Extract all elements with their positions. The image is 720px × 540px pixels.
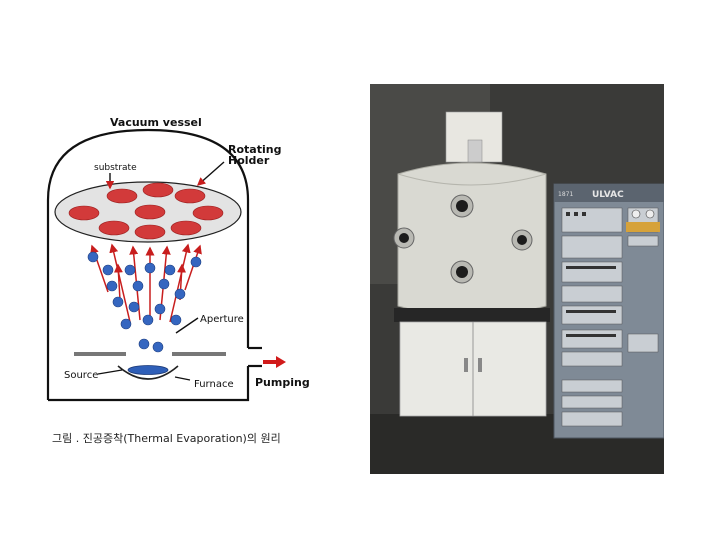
substrate-disc (174, 188, 206, 204)
substrate-disc (134, 224, 166, 240)
particle (158, 278, 170, 290)
evaporator-equipment-illustration: 1871 ULVAC (370, 84, 664, 474)
figure-caption: 그림 . 진공증착(Thermal Evaporation)의 원리 (52, 432, 281, 445)
substrate-disc (142, 182, 174, 198)
particle (174, 288, 186, 300)
thermal-evaporation-diagram: Vacuum vessel Rotating Holder substrate … (46, 116, 310, 402)
aperture-plate-right (172, 352, 226, 356)
substrate-disc (170, 220, 202, 236)
aperture-plate-left (74, 352, 126, 356)
particle (138, 338, 150, 350)
substrate-disc (192, 205, 224, 221)
label-substrate: substrate (94, 163, 137, 173)
label-aperture: Aperture (200, 314, 244, 325)
substrate-disc (68, 205, 100, 221)
substrate-disc (98, 220, 130, 236)
rack-model-tag: 1871 (558, 191, 573, 198)
particle (154, 303, 166, 315)
particle (120, 318, 132, 330)
evaporator-photo: 1871 ULVAC (370, 84, 664, 474)
particle (190, 256, 202, 268)
label-rotating: Rotating (228, 143, 281, 156)
particle (170, 314, 182, 326)
particle (152, 341, 164, 353)
label-pumping: Pumping (255, 376, 310, 389)
furnace (117, 365, 179, 380)
label-furnace: Furnace (194, 379, 234, 390)
label-holder: Holder (228, 154, 270, 167)
particle (124, 264, 136, 276)
evaporated-particles (87, 251, 202, 353)
substrate-disc (106, 188, 138, 204)
label-vacuum-vessel: Vacuum vessel (110, 116, 202, 129)
substrate-disc (134, 204, 166, 220)
pumping-arrow (263, 356, 286, 368)
particle (102, 264, 114, 276)
particle (112, 296, 124, 308)
particle (106, 280, 118, 292)
particle (142, 314, 154, 326)
substrates (68, 182, 224, 240)
particle (132, 280, 144, 292)
rack-brand-label: ULVAC (592, 190, 624, 200)
particle (164, 264, 176, 276)
source-material (127, 365, 169, 375)
label-source: Source (64, 370, 98, 381)
particle (144, 262, 156, 274)
vacuum-vessel-outline (46, 128, 250, 402)
particle (128, 301, 140, 313)
particle (87, 251, 99, 263)
